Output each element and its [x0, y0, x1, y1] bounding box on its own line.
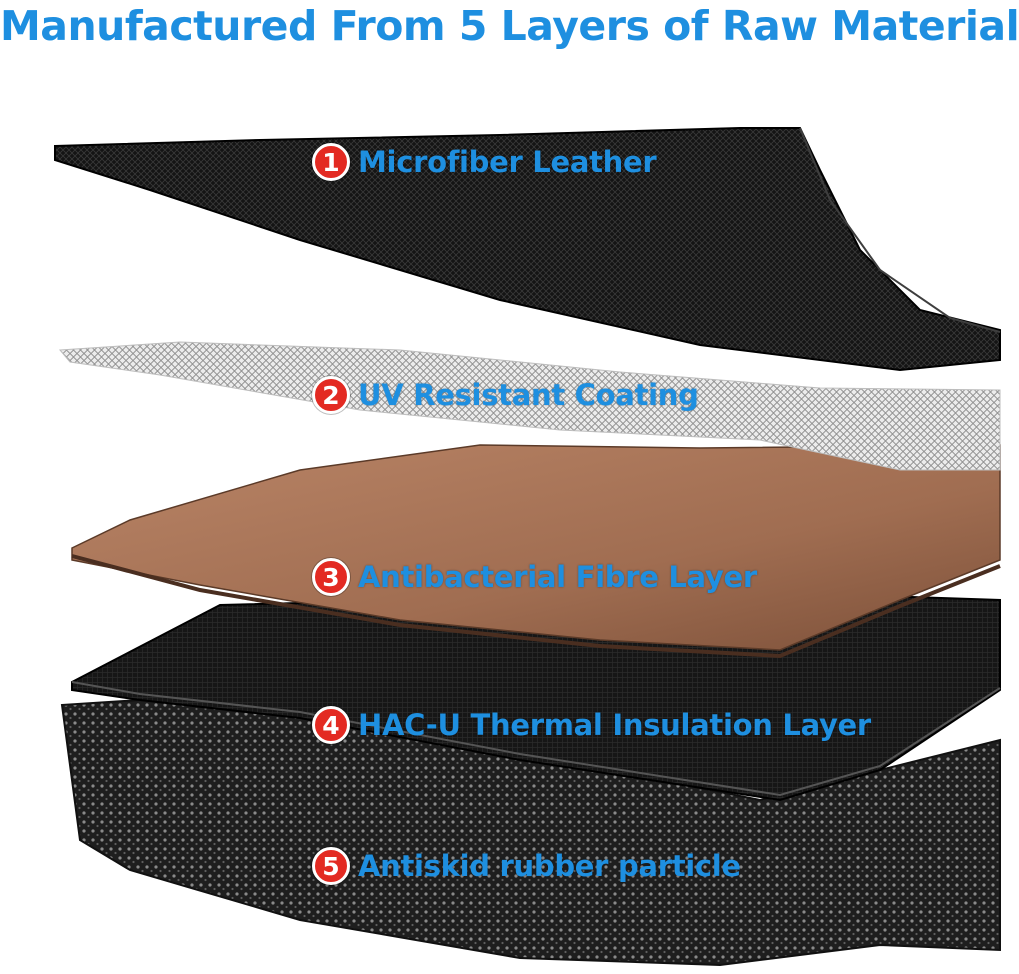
- layer-label-4: 4 HAC-U Thermal Insulation Layer: [312, 706, 871, 744]
- number-badge: 1: [312, 143, 350, 181]
- layer-2-uv-coating: [58, 341, 1001, 471]
- page-title: Manufactured From 5 Layers of Raw Materi…: [0, 2, 1019, 50]
- layer-label-text: Antibacterial Fibre Layer: [358, 560, 757, 594]
- layer-label-5: 5 Antiskid rubber particle: [312, 847, 741, 885]
- layer-label-2: 2 UV Resistant Coating: [312, 376, 699, 414]
- layer-3-antibacterial-fibre: [71, 444, 1001, 659]
- number-badge: 3: [312, 558, 350, 596]
- layer-1-microfiber-leather: [54, 127, 1001, 372]
- number-badge: 2: [312, 376, 350, 414]
- layer-label-3: 3 Antibacterial Fibre Layer: [312, 558, 757, 596]
- number-badge: 5: [312, 847, 350, 885]
- layer-label-text: Antiskid rubber particle: [358, 849, 741, 883]
- layer-label-text: UV Resistant Coating: [358, 378, 699, 412]
- layer-label-1: 1 Microfiber Leather: [312, 143, 657, 181]
- layer-label-text: Microfiber Leather: [358, 145, 657, 179]
- number-badge: 4: [312, 706, 350, 744]
- layer-label-text: HAC-U Thermal Insulation Layer: [358, 708, 871, 742]
